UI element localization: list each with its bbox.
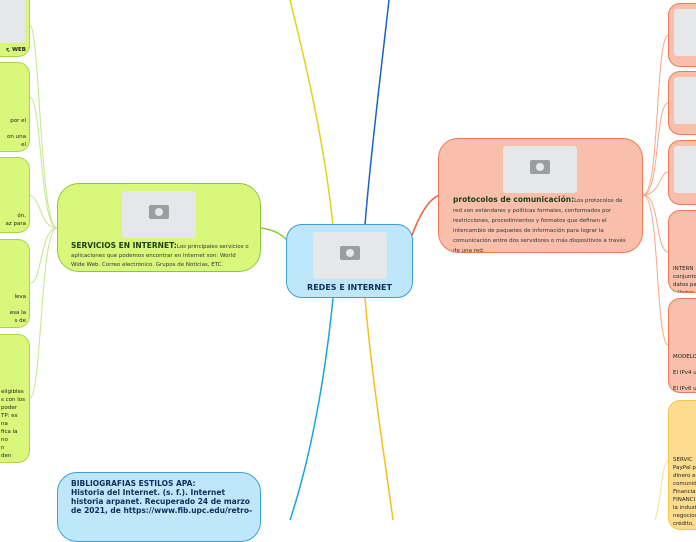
image-placeholder: [503, 146, 577, 193]
node-text: por el on una el: [7, 118, 26, 148]
node-text: INTERN conjunto datos pa y llegar: [673, 266, 696, 293]
node-text: Los protocolos de red son estándares y p…: [453, 198, 628, 253]
camera-icon: [149, 205, 169, 220]
right-node-5[interactable]: MODELO El IPv4 u El IPv6 u: [668, 298, 696, 393]
node-title: protocolos de comunicación:: [453, 195, 575, 204]
node-title: SERVICIOS EN INTERNET:: [71, 241, 177, 250]
servicios-node[interactable]: SERVICIOS EN INTERNET:Los principales se…: [57, 183, 261, 272]
left-node-4[interactable]: leva esa la s de: [0, 239, 30, 328]
image-placeholder: [0, 0, 25, 43]
central-node[interactable]: REDES E INTERNET: [286, 224, 413, 298]
connector-lines: [29, 0, 669, 520]
node-text: Historia del Internet. (s. f.). Internet…: [71, 488, 253, 515]
node-title: BIBLIOGRAFIAS ESTILOS APA:: [71, 479, 196, 488]
image-placeholder: [674, 146, 696, 193]
node-text: MODELO El IPv4 u El IPv6 u: [673, 354, 696, 392]
right-node-1[interactable]: [668, 3, 696, 67]
image-placeholder: [674, 77, 696, 124]
right-node-2[interactable]: [668, 71, 696, 135]
image-placeholder: [122, 191, 196, 238]
image-placeholder: [313, 232, 387, 279]
left-node-3[interactable]: ón, az para: [0, 157, 30, 233]
protocolos-node[interactable]: protocolos de comunicación:Los protocolo…: [438, 138, 643, 253]
camera-icon: [340, 246, 360, 261]
image-placeholder: [674, 9, 696, 56]
left-node-2[interactable]: por el on una el: [0, 62, 30, 152]
left-node-1[interactable]: r, WEB: [0, 0, 30, 57]
right-node-4[interactable]: INTERN conjunto datos pa y llegar: [668, 210, 696, 293]
node-text: r, WEB: [6, 47, 26, 53]
node-text: ón, az para: [5, 213, 27, 227]
node-text: eligibles s con los poder TP: es na fica…: [1, 389, 25, 462]
node-text: SERVIC PayPal p dinero e comunid Financi…: [673, 457, 696, 527]
node-text: Los principales servicios o aplicaciones…: [71, 244, 251, 268]
node-text: leva esa la s de: [9, 294, 26, 324]
left-node-5[interactable]: eligibles s con los poder TP: es na fica…: [0, 334, 30, 463]
right-node-3[interactable]: [668, 140, 696, 205]
bibliografia-node[interactable]: BIBLIOGRAFIAS ESTILOS APA: Historia del …: [57, 472, 261, 542]
right-node-6[interactable]: SERVIC PayPal p dinero e comunid Financi…: [668, 400, 696, 530]
central-title: REDES E INTERNET: [307, 283, 392, 292]
camera-icon: [530, 160, 550, 175]
